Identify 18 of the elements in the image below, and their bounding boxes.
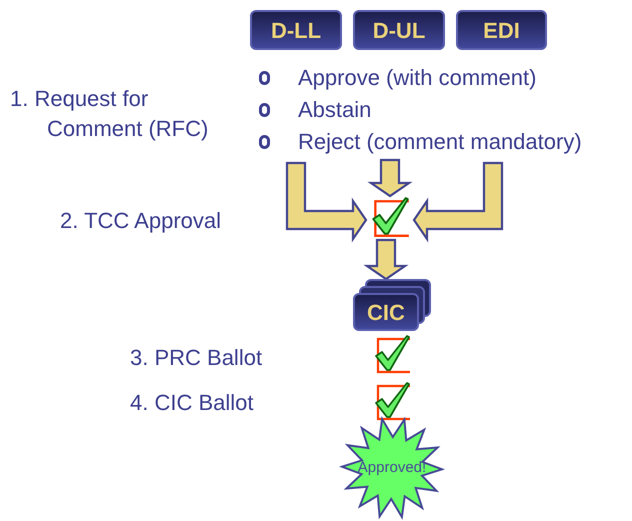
block-arrow <box>367 158 413 198</box>
checkbox-icon <box>372 381 412 423</box>
list-item: Abstain <box>298 99 372 121</box>
block-arrow <box>363 238 409 280</box>
group-box: D-UL <box>353 10 445 50</box>
group-box: CIC <box>353 293 419 331</box>
list-item: Approve (with comment) <box>298 67 536 89</box>
list-item: Reject (comment mandatory) <box>298 131 582 153</box>
node-label: Approved! <box>358 458 426 478</box>
group-box: EDI <box>456 10 547 50</box>
block-arrow <box>412 162 504 243</box>
block-arrow <box>286 162 368 243</box>
checkbox-icon <box>372 334 412 376</box>
step-label: 3. PRC Ballot <box>130 344 264 372</box>
step-label: 4. CIC Ballot <box>130 389 254 417</box>
step-label: 1. Request for Comment (RFC) <box>10 85 210 143</box>
step-label: 2. TCC Approval <box>60 207 222 235</box>
group-box: D-LL <box>250 10 342 50</box>
